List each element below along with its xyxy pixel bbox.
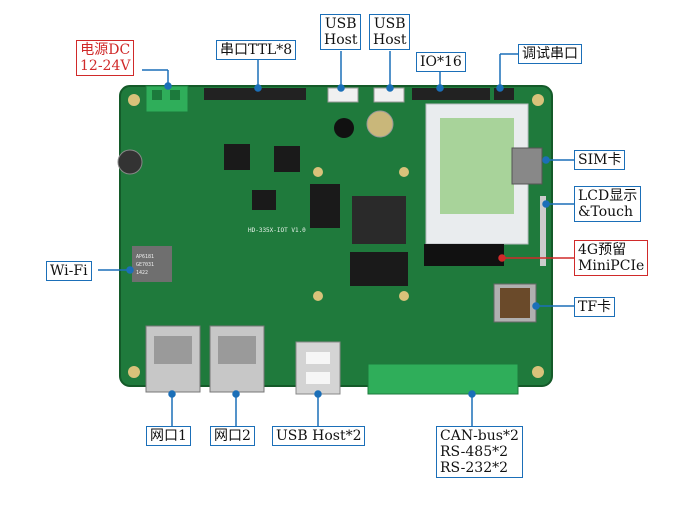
label-usb-host-b-line2: Host: [373, 32, 407, 48]
label-pcie: 4G预留 MiniPCIe: [574, 240, 649, 276]
wifi-module: [132, 246, 172, 282]
sim-slot: [511, 147, 543, 185]
mount-hole: [313, 167, 323, 177]
bus-terminal-block: [367, 363, 519, 395]
label-wifi: Wi-Fi: [46, 261, 92, 281]
io-header: [412, 88, 490, 100]
chip: [252, 190, 276, 210]
label-pcie-line1: 4G预留: [578, 242, 627, 258]
label-usb-host-a-line2: Host: [324, 32, 358, 48]
battery: [366, 110, 394, 138]
chip: [310, 184, 340, 228]
chip: [274, 146, 300, 172]
capacitor: [117, 149, 143, 175]
label-power-line2: 12-24V: [80, 58, 131, 74]
uart-header: [204, 88, 306, 100]
label-usb-host2: USB Host*2: [272, 426, 366, 446]
pcie-slot: [424, 244, 504, 266]
label-usb-host-a-line1: USB: [324, 16, 357, 32]
label-eth1: 网口1: [146, 426, 191, 446]
usb-host-port: [295, 341, 341, 395]
mount-hole: [128, 366, 140, 378]
label-bus-line3: RS-232*2: [440, 460, 509, 476]
label-bus-line1: CAN-bus*2: [440, 428, 519, 444]
label-lcd: LCD显示 &Touch: [574, 186, 642, 222]
chip: [224, 144, 250, 170]
mount-hole: [399, 291, 409, 301]
label-sim: SIM卡: [574, 150, 626, 170]
lcd-connector: [540, 196, 546, 266]
label-eth2: 网口2: [210, 426, 255, 446]
label-pcie-line2: MiniPCIe: [578, 258, 645, 274]
wifi-module-text: 1422: [136, 270, 148, 276]
label-usb-host-b-line1: USB: [373, 16, 406, 32]
buzzer: [334, 118, 354, 138]
label-bus-line2: RS-485*2: [440, 444, 509, 460]
mount-hole: [532, 366, 544, 378]
mount-hole: [313, 291, 323, 301]
label-usb-host-a: USB Host: [320, 14, 362, 50]
mount-hole: [532, 94, 544, 106]
label-debug-uart: 调试串口: [518, 44, 582, 64]
wifi-module-text: GE7031: [136, 262, 154, 268]
label-bus: CAN-bus*2 RS-485*2 RS-232*2: [436, 426, 523, 478]
label-lcd-line1: LCD显示: [578, 188, 638, 204]
label-power: 电源DC 12-24V: [76, 40, 135, 76]
label-lcd-line2: &Touch: [578, 204, 634, 220]
label-power-line1: 电源DC: [80, 42, 131, 58]
label-uart-ttl: 串口TTL*8: [216, 40, 297, 60]
chip: [350, 252, 408, 286]
label-usb-host-b: USB Host: [369, 14, 411, 50]
wifi-module-text: AP6181: [136, 254, 154, 260]
processor-chip: [352, 196, 406, 244]
label-io: IO*16: [416, 52, 466, 72]
label-tf: TF卡: [574, 297, 616, 317]
mount-hole: [399, 167, 409, 177]
silkscreen-text: HD-335X-IOT V1.0: [248, 227, 306, 234]
mount-hole: [128, 94, 140, 106]
